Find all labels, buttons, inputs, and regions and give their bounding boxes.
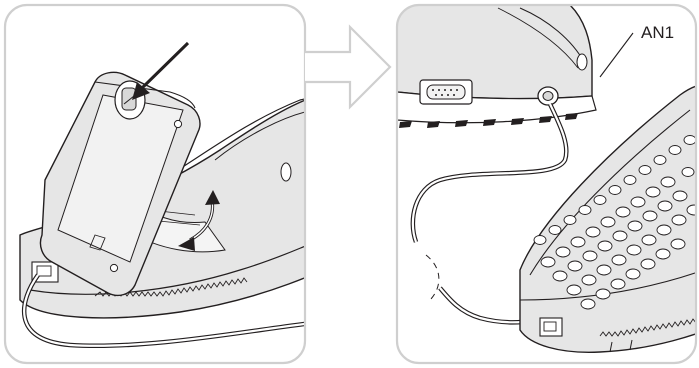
right-panel: AN1 [397, 5, 699, 363]
handheld-terminal [520, 84, 699, 353]
serial-port [420, 80, 472, 104]
callout-leader [600, 33, 633, 77]
step-arrow-icon [305, 27, 390, 107]
antenna-jack [538, 87, 558, 105]
callout-label-an1: AN1 [641, 23, 674, 42]
left-panel-artwork [20, 43, 360, 346]
right-panel-artwork [397, 5, 699, 352]
